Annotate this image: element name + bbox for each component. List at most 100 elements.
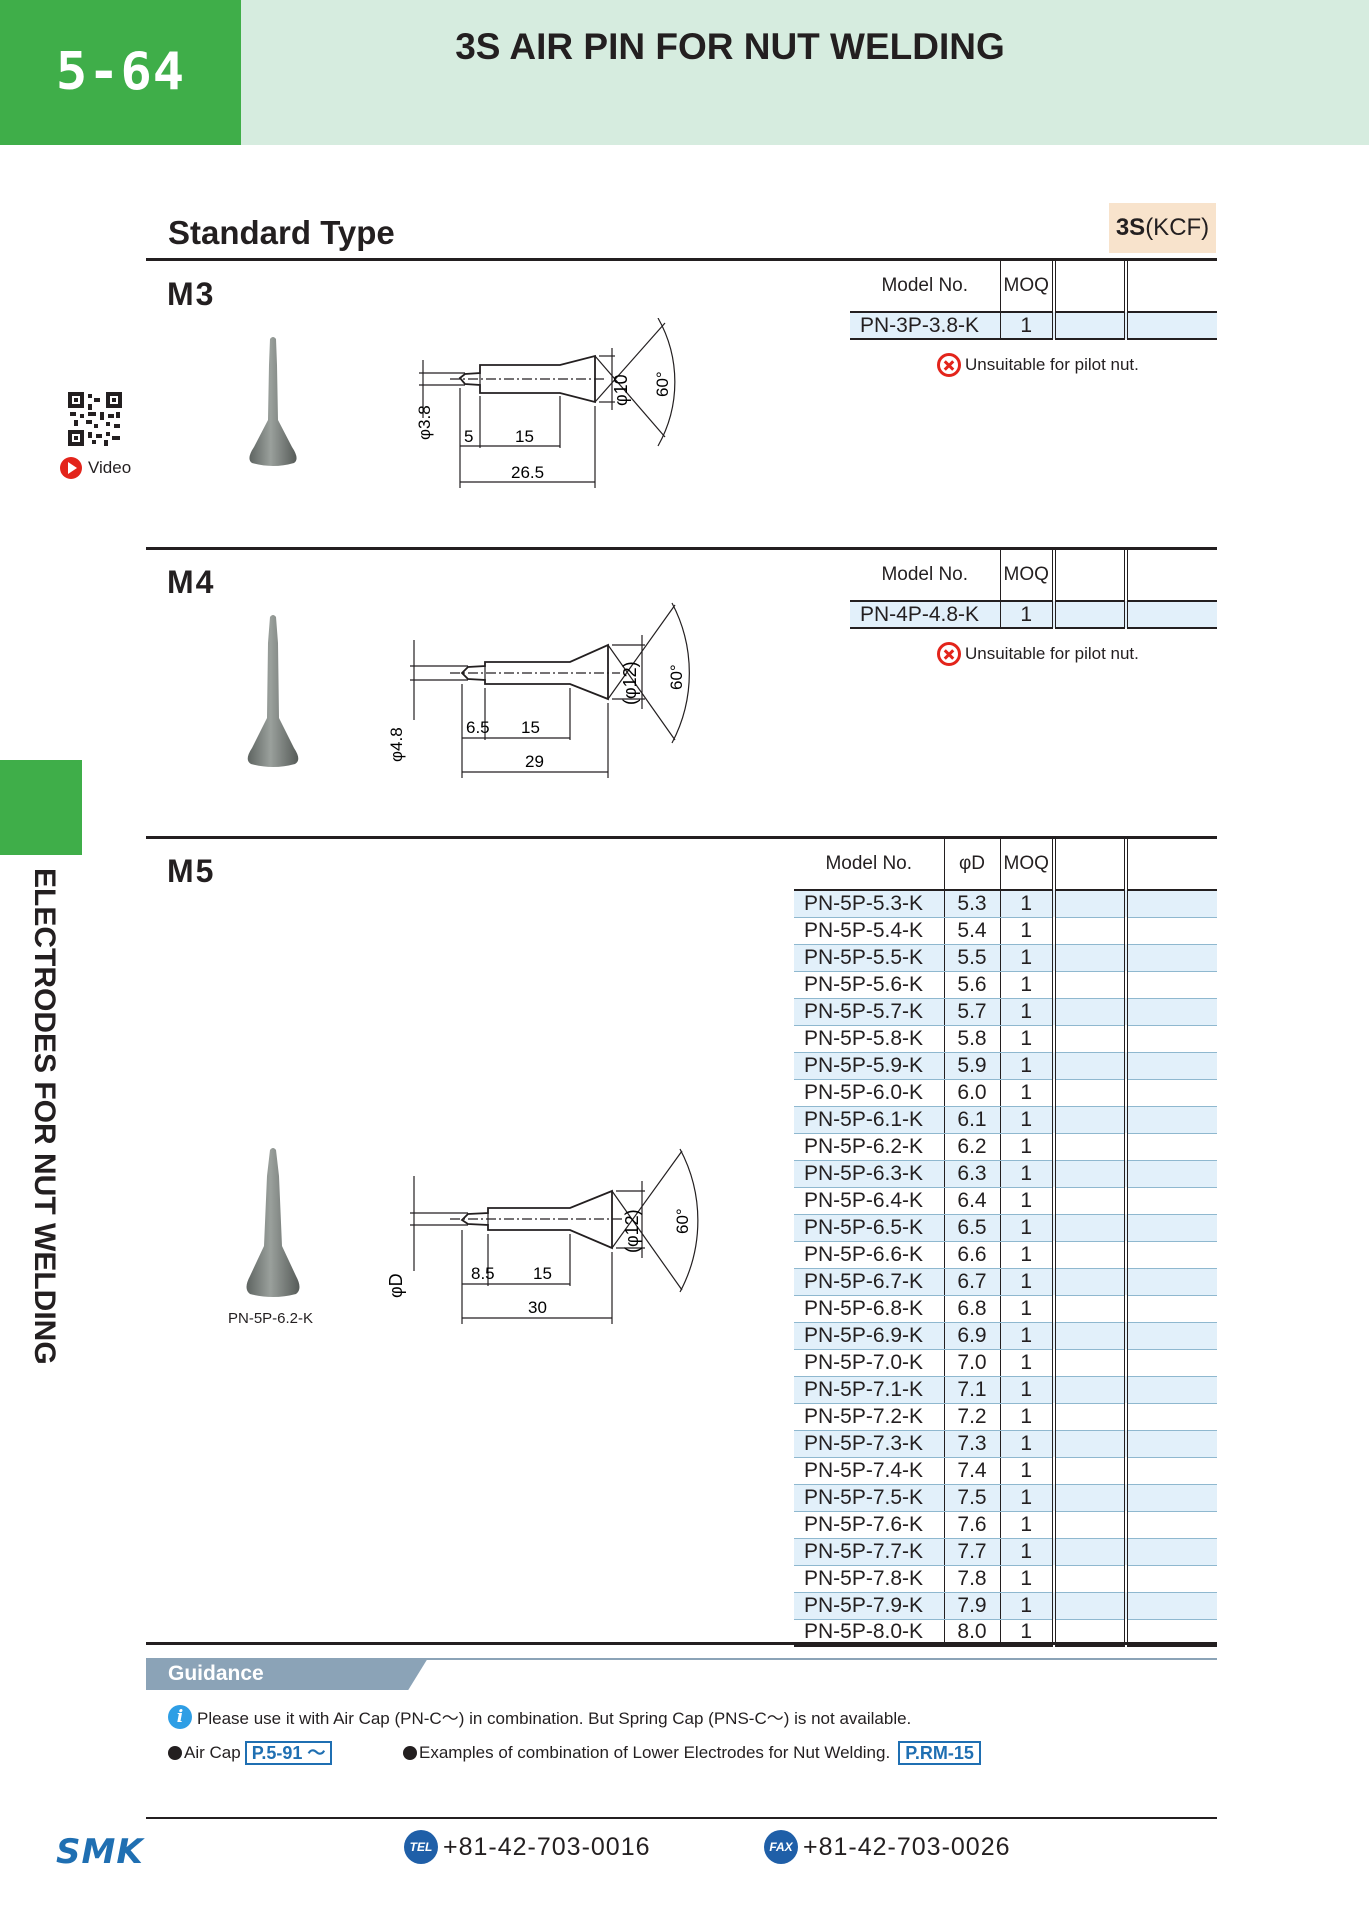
moq: 1 xyxy=(1000,1025,1056,1053)
page-header: 5-64 3S AIR PIN FOR NUT WELDING xyxy=(0,0,1369,145)
diameter: 7.2 xyxy=(944,1403,1001,1431)
fax-icon: FAX xyxy=(764,1830,798,1864)
moq: 1 xyxy=(1000,312,1056,340)
section-label-m5: M5 xyxy=(167,853,216,889)
moq: 1 xyxy=(1000,1538,1056,1566)
dim-total-len-m4: 29 xyxy=(525,752,544,771)
moq: 1 xyxy=(1000,1160,1056,1188)
moq: 1 xyxy=(1000,1376,1056,1404)
bullet-icon xyxy=(403,1746,417,1760)
diameter: 8.0 xyxy=(944,1619,1001,1647)
diameter: 6.1 xyxy=(944,1106,1001,1134)
moq: 1 xyxy=(1000,1133,1056,1161)
model-no: PN-5P-5.8-K xyxy=(794,1025,945,1053)
moq: 1 xyxy=(1000,601,1056,629)
model-no: PN-5P-6.3-K xyxy=(794,1160,945,1188)
diameter: 6.7 xyxy=(944,1268,1001,1296)
side-category-label: ELECTRODES FOR NUT WELDING xyxy=(28,868,61,1365)
prohibited-icon xyxy=(937,642,961,666)
badge-main: 3S xyxy=(1115,214,1146,241)
diameter: 7.0 xyxy=(944,1349,1001,1377)
model-table-m3: Model No. MOQ PN-3P-3.8-K 1 xyxy=(850,260,1217,340)
side-tab-marker xyxy=(0,760,82,855)
dim-mid-len-m5: 15 xyxy=(533,1264,552,1283)
moq: 1 xyxy=(1000,1592,1056,1620)
col-model: Model No. xyxy=(850,260,1001,312)
model-no: PN-3P-3.8-K xyxy=(850,312,1001,340)
dim-mid-len-m4: 15 xyxy=(521,718,540,737)
model-no: PN-5P-5.4-K xyxy=(794,917,945,945)
diameter: 6.6 xyxy=(944,1241,1001,1269)
col-model: Model No. xyxy=(850,549,1001,601)
prohibited-icon xyxy=(937,353,961,377)
moq: 1 xyxy=(1000,1052,1056,1080)
model-no: PN-5P-6.4-K xyxy=(794,1187,945,1215)
dim-angle-m5: 60° xyxy=(673,1208,692,1234)
model-no: PN-5P-7.5-K xyxy=(794,1484,945,1512)
model-no: PN-5P-6.5-K xyxy=(794,1214,945,1242)
fax-contact: FAX +81-42-703-0026 xyxy=(764,1830,1011,1864)
dim-shaft-dia-m5: φD xyxy=(386,1273,406,1298)
model-no: PN-5P-7.9-K xyxy=(794,1592,945,1620)
diameter: 5.7 xyxy=(944,998,1001,1026)
model-no: PN-5P-5.7-K xyxy=(794,998,945,1026)
moq: 1 xyxy=(1000,1484,1056,1512)
col-moq: MOQ xyxy=(1000,549,1056,601)
guidance-title: Guidance xyxy=(146,1658,428,1690)
diameter: 5.5 xyxy=(944,944,1001,972)
moq: 1 xyxy=(1000,1430,1056,1458)
moq: 1 xyxy=(1000,1511,1056,1539)
air-cap-page-link[interactable]: P.5-91 ～ xyxy=(244,1741,333,1765)
fax-number: +81-42-703-0026 xyxy=(803,1832,1011,1861)
qr-code-icon[interactable] xyxy=(68,392,122,446)
dim-head-dia-m3: φ10 xyxy=(611,374,631,406)
video-link[interactable]: Video xyxy=(60,456,131,480)
moq: 1 xyxy=(1000,944,1056,972)
moq: 1 xyxy=(1000,1187,1056,1215)
model-no: PN-5P-7.1-K xyxy=(794,1376,945,1404)
diameter: 6.3 xyxy=(944,1160,1001,1188)
model-no: PN-5P-5.3-K xyxy=(794,890,945,918)
moq: 1 xyxy=(1000,971,1056,999)
guidance-rule xyxy=(146,1658,1217,1660)
moq: 1 xyxy=(1000,1214,1056,1242)
footer-rule xyxy=(146,1817,1217,1819)
moq: 1 xyxy=(1000,1268,1056,1296)
dim-tip-len-m4: 6.5 xyxy=(466,718,490,737)
diameter: 5.6 xyxy=(944,971,1001,999)
combination-page-link[interactable]: P.RM-15 xyxy=(898,1741,981,1765)
model-no: PN-5P-6.1-K xyxy=(794,1106,945,1134)
model-no: PN-5P-7.8-K xyxy=(794,1565,945,1593)
photo-caption: PN-5P-6.2-K xyxy=(228,1310,314,1327)
drawing-m3: φ3.8 5 15 26.5 φ10 60° xyxy=(415,318,676,488)
diameter: 7.6 xyxy=(944,1511,1001,1539)
moq: 1 xyxy=(1000,1349,1056,1377)
col-diameter: φD xyxy=(944,838,1001,890)
dim-total-len-m5: 30 xyxy=(528,1298,547,1317)
diameter: 7.3 xyxy=(944,1430,1001,1458)
diameter: 6.8 xyxy=(944,1295,1001,1323)
model-no: PN-5P-6.9-K xyxy=(794,1322,945,1350)
diameter: 7.4 xyxy=(944,1457,1001,1485)
section-title: Standard Type xyxy=(168,214,395,251)
guidance-info: i Please use it with Air Cap (PN-C～) in … xyxy=(168,1704,911,1729)
moq: 1 xyxy=(1000,1403,1056,1431)
diameter: 6.5 xyxy=(944,1214,1001,1242)
model-no: PN-5P-6.7-K xyxy=(794,1268,945,1296)
table-row: PN-4P-4.8-K 1 xyxy=(850,601,1217,629)
